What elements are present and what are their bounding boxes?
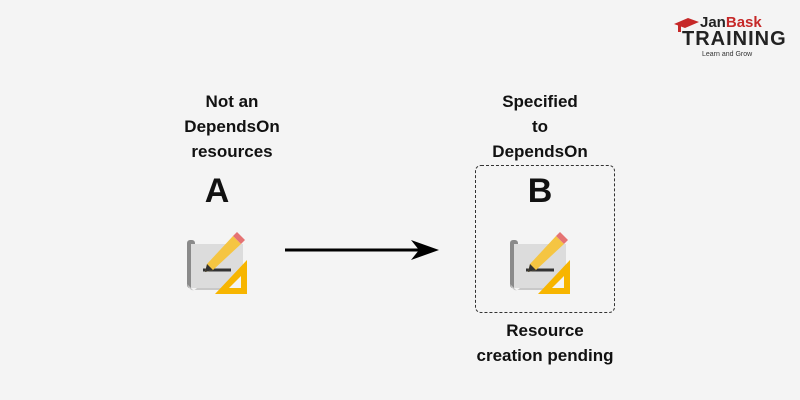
pending-resource-box [475,165,615,313]
blueprint-pencil-icon [510,232,570,294]
logo-brand: JanBask [700,14,762,31]
logo-name: TRAINING [682,28,787,50]
resource-letter-a: A [204,172,230,210]
janbask-logo: JanBask TRAINING Learn and Grow [672,14,787,62]
logo-tagline: Learn and Grow [702,51,753,58]
blueprint-pencil-icon [187,232,247,294]
graduation-cap-icon [674,18,699,32]
resource-letter-b: B [527,172,553,210]
arrow-right-icon [285,240,439,260]
